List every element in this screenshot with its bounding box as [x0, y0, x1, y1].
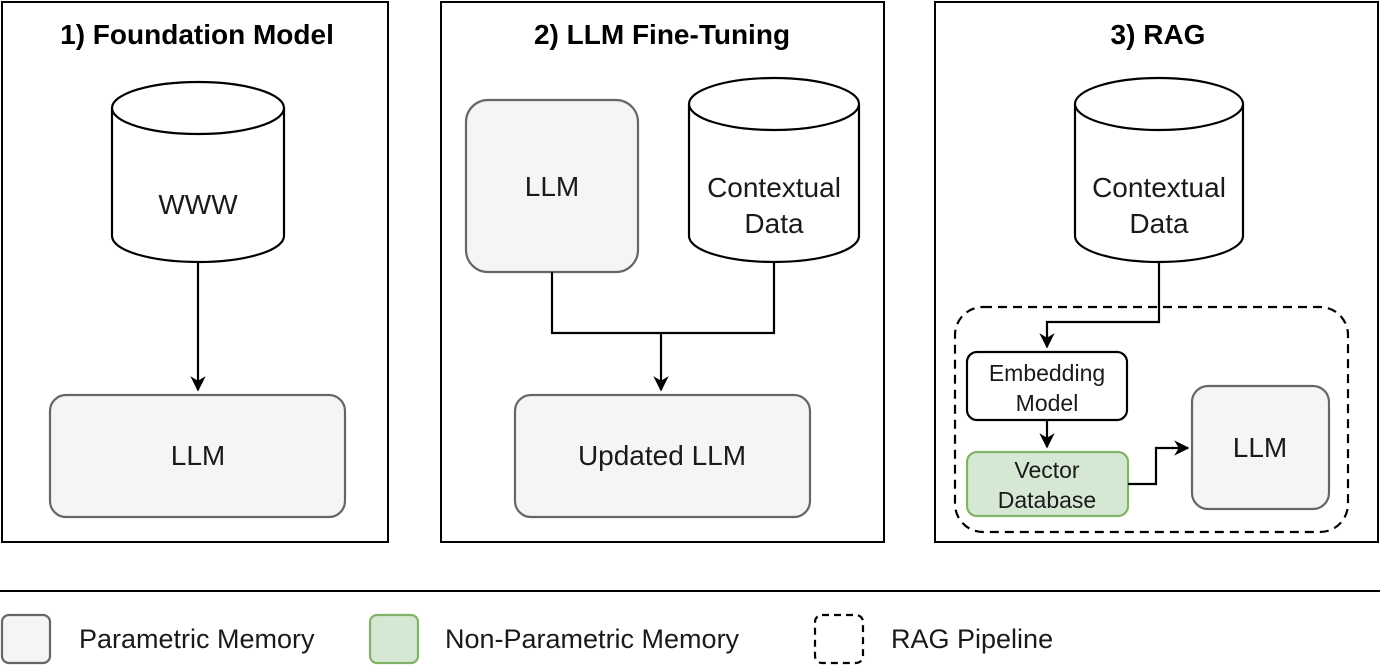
finetune-contextual-database: Contextual Data: [687, 76, 861, 264]
panel-finetune-title: 2) LLM Fine-Tuning: [534, 19, 790, 50]
panel-rag: 3) RAG Contextual Data Embedding Model V…: [934, 1, 1379, 543]
www-database-label: WWW: [158, 189, 238, 220]
vector-database-box: Vector Database: [965, 450, 1130, 518]
vector-label-line2: Database: [998, 487, 1096, 513]
vector-label-line1: Vector: [1014, 457, 1080, 483]
finetune-llm-box: LLM: [464, 98, 640, 274]
rag-pipeline-boundary: [953, 305, 1350, 534]
embedding-label-line2: Model: [1016, 390, 1079, 416]
finetune-db-label-line2: Data: [744, 208, 804, 239]
legend-non-parametric-label: Non-Parametric Memory: [445, 624, 740, 654]
foundation-llm-box: LLM: [48, 393, 347, 519]
embedding-model-box: Embedding Model: [965, 350, 1129, 422]
rag-llm-box: LLM: [1190, 384, 1331, 511]
rag-llm-label: LLM: [1233, 432, 1287, 463]
legend-pipeline-swatch: [813, 613, 865, 665]
vector-to-llm-arrow: [1128, 440, 1190, 486]
panel-foundation-model: 1) Foundation Model WWW LLM: [1, 1, 389, 543]
legend-parametric-swatch: [0, 613, 52, 665]
finetune-db-label-line1: Contextual: [707, 172, 841, 203]
legend-pipeline-label: RAG Pipeline: [891, 624, 1053, 654]
updated-llm-label: Updated LLM: [578, 440, 746, 471]
legend-item-parametric: Parametric Memory: [0, 613, 315, 665]
panel-foundation-title: 1) Foundation Model: [60, 19, 334, 50]
finetune-llm-label: LLM: [525, 171, 579, 202]
rag-contextual-database: Contextual Data: [1073, 76, 1245, 264]
rag-db-label-line1: Contextual: [1092, 172, 1226, 203]
db-to-embedding-arrow: [1039, 262, 1161, 349]
legend-item-pipeline: RAG Pipeline: [813, 613, 1053, 665]
www-database: WWW: [110, 80, 286, 264]
embedding-label-line1: Embedding: [989, 360, 1105, 386]
updated-llm-box: Updated LLM: [513, 393, 812, 519]
merge-connector: [550, 262, 776, 335]
legend-non-parametric-swatch: [368, 613, 420, 665]
legend-item-non-parametric: Non-Parametric Memory: [368, 613, 740, 665]
legend: Parametric Memory Non-Parametric Memory …: [0, 613, 1053, 665]
rag-db-label-line2: Data: [1129, 208, 1189, 239]
panel-llm-fine-tuning: 2) LLM Fine-Tuning LLM Contextual Data U…: [440, 1, 885, 543]
foundation-llm-label: LLM: [171, 440, 225, 471]
legend-parametric-label: Parametric Memory: [79, 624, 315, 654]
panel-rag-title: 3) RAG: [1111, 19, 1206, 50]
